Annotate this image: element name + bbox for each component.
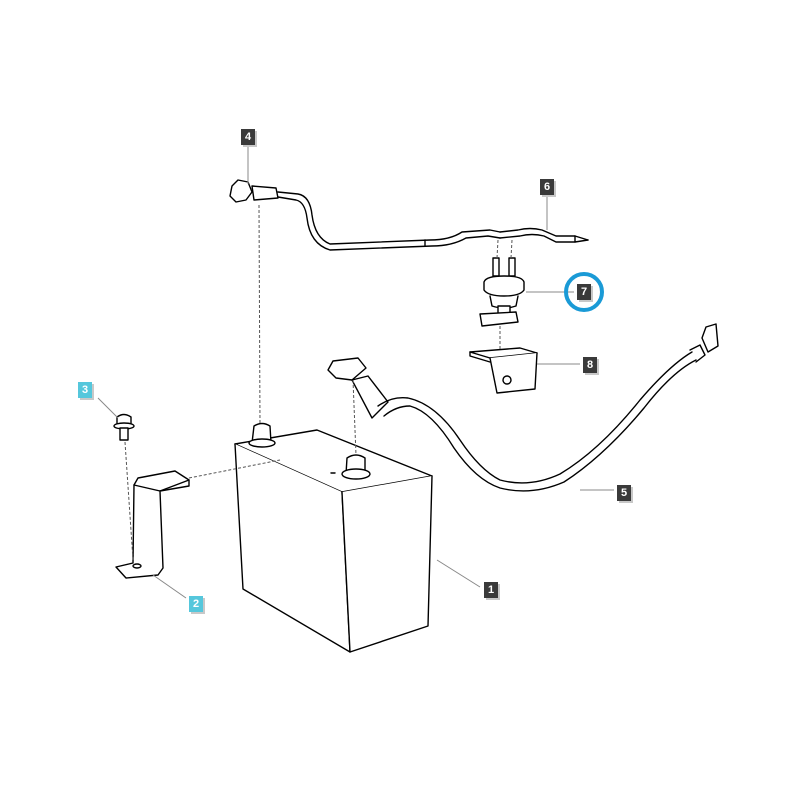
negative-cable xyxy=(327,323,719,492)
leader-lines xyxy=(97,147,614,599)
callout-6-wire-lead[interactable]: 6 xyxy=(540,179,554,195)
assembly-lines xyxy=(124,204,513,561)
callout-1-battery[interactable]: 1 xyxy=(484,582,498,598)
battery xyxy=(234,422,433,653)
bolt xyxy=(113,413,135,441)
callout-5-negative-cable[interactable]: 5 xyxy=(617,485,631,501)
callout-4-positive-cable[interactable]: 4 xyxy=(241,129,255,145)
callout-8-mounting-bracket[interactable]: 8 xyxy=(583,357,597,373)
callout-3-bolt[interactable]: 3 xyxy=(78,382,92,398)
relay xyxy=(479,257,525,327)
callout-7-relay[interactable]: 7 xyxy=(577,284,591,300)
positive-cable xyxy=(229,179,501,251)
mounting-bracket xyxy=(469,347,538,394)
callout-2-bracket[interactable]: 2 xyxy=(189,596,203,612)
wire-lead xyxy=(499,227,589,243)
hold-down-bracket xyxy=(115,470,190,579)
